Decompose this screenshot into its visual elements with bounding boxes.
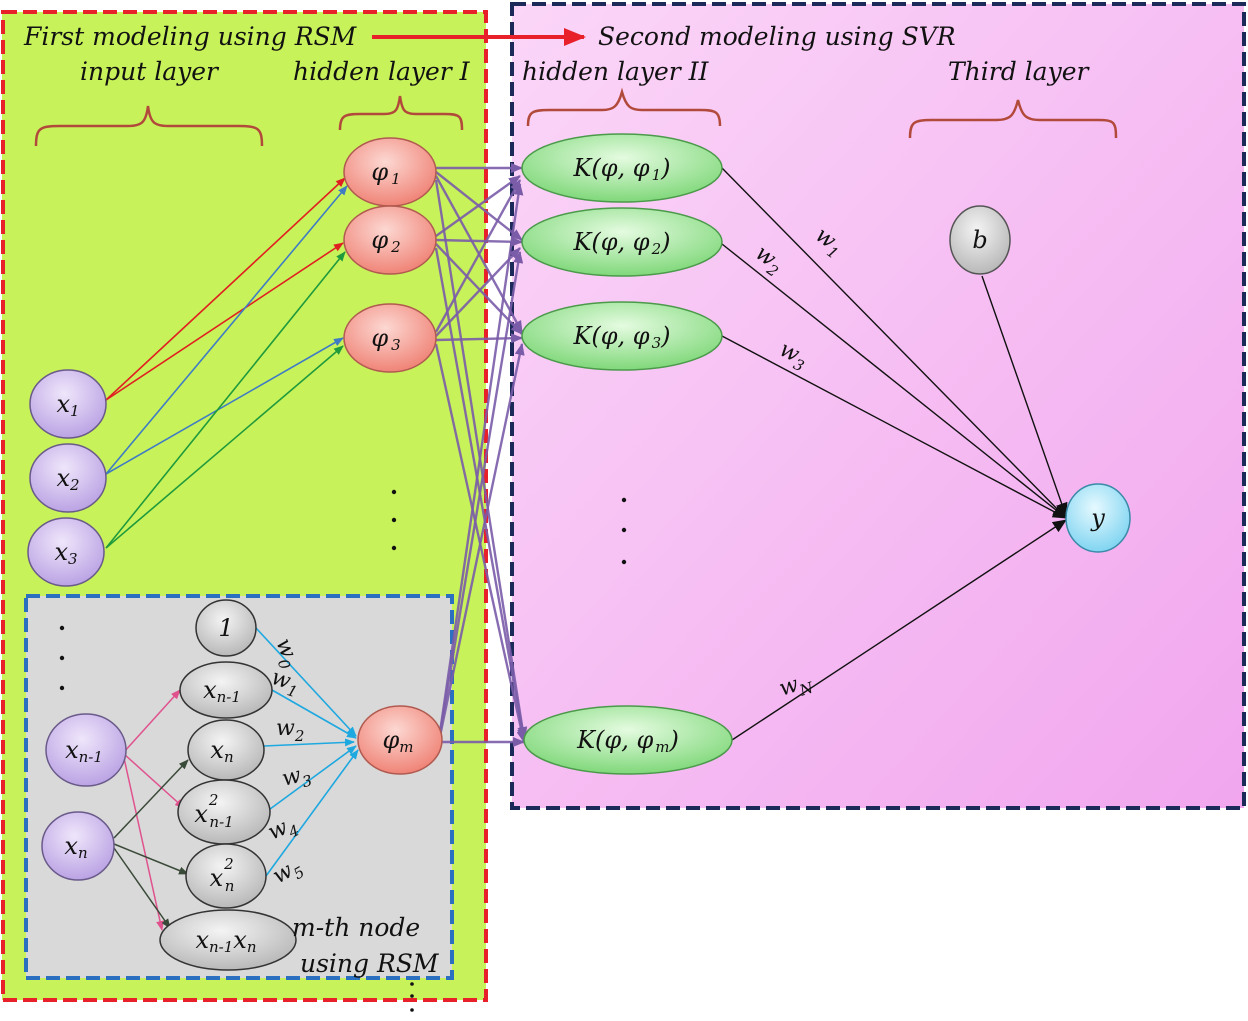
svr-weight-labels: w1 w2 w3 wN: [750, 223, 841, 706]
svg-text:x2n: x2n: [210, 855, 235, 895]
svg-text:xn-1: xn-1: [65, 736, 103, 766]
svg-text:φ1: φ1: [371, 158, 400, 188]
svg-text:φm: φm: [382, 726, 413, 756]
hidden1-ellipsis: [391, 489, 397, 551]
rsm-term-x-n: xn: [187, 719, 265, 781]
hidden1-to-hidden2-edges: [434, 163, 528, 747]
rsm-weight-w3: w3: [279, 761, 314, 796]
svg-text:1: 1: [218, 614, 233, 642]
rsm-term-cross-product: xn-1xn: [159, 909, 297, 971]
svg-text:K(φ, φm): K(φ, φm): [576, 726, 679, 756]
svg-text:b: b: [972, 226, 987, 254]
input-layer-brace: [34, 105, 264, 147]
output-node: y: [1065, 483, 1131, 553]
svg-text:x2: x2: [56, 464, 79, 494]
rsm-caption-line-2: using RSM: [300, 949, 440, 978]
input-node-x-n-1: xn-1: [45, 713, 127, 787]
svr-weight-wN: wN: [776, 668, 816, 706]
svg-text:K(φ, φ1): K(φ, φ1): [572, 154, 670, 184]
rsm-term-x-n-1: xn-1: [179, 661, 273, 719]
svg-text:x3: x3: [54, 538, 77, 568]
svg-text:xn-1xn: xn-1xn: [195, 926, 256, 956]
svg-text:K(φ, φ3): K(φ, φ3): [572, 322, 670, 352]
svg-text:x1: x1: [56, 390, 79, 420]
svg-text:φ2: φ2: [371, 226, 400, 256]
svg-text:K(φ, φ2): K(φ, φ2): [572, 228, 670, 258]
rsm-caption-line-1: m-th node: [292, 913, 420, 942]
svg-text:φ3: φ3: [371, 324, 400, 354]
third-layer-label: Third layer: [948, 57, 1090, 86]
input-node-x3: x3: [27, 517, 105, 587]
rsm-term-constant: 1: [195, 599, 257, 657]
svg-text:xn-1: xn-1: [203, 676, 241, 706]
rsm-tail-ellipsis: [410, 982, 414, 1012]
svg-text:xn: xn: [64, 832, 87, 862]
rsm-detail-border: [24, 594, 454, 980]
input-ellipsis: [59, 625, 65, 691]
hidden-layer-2-brace: [526, 87, 722, 127]
hidden2-to-output-edges: [721, 167, 1068, 741]
input-layer-label: input layer: [80, 57, 220, 86]
rsm-panel-border: [1, 10, 488, 1002]
svg-text:y: y: [1090, 504, 1105, 532]
input-node-x2: x2: [29, 443, 107, 513]
input-node-x1: x1: [29, 369, 107, 439]
svg-text:x2n-1: x2n-1: [194, 791, 233, 831]
first-modeling-title: First modeling using RSM: [23, 22, 358, 51]
input-node-x-n: xn: [41, 811, 115, 881]
svg-text:xn: xn: [210, 736, 233, 766]
hidden-layer-2-label: hidden layer II: [522, 57, 710, 86]
hidden-layer-1-brace: [338, 95, 464, 131]
third-layer-brace: [908, 99, 1118, 139]
hidden-layer-1-label: hidden layer I: [293, 57, 471, 86]
rsm-input-to-term-edges: [113, 689, 189, 931]
rsm-weight-w2: w2: [276, 716, 304, 745]
svr-panel: [512, 4, 1244, 808]
second-modeling-title: Second modeling using SVR: [598, 22, 956, 51]
hidden2-ellipsis: [621, 497, 627, 565]
svr-panel-border: [510, 2, 1246, 810]
hidden1-node-phi-m: φm: [357, 705, 443, 775]
input-to-hidden1-edges: [105, 177, 348, 549]
rsm-term-to-phi-m-edges: [255, 627, 359, 877]
bias-node: b: [949, 205, 1011, 275]
